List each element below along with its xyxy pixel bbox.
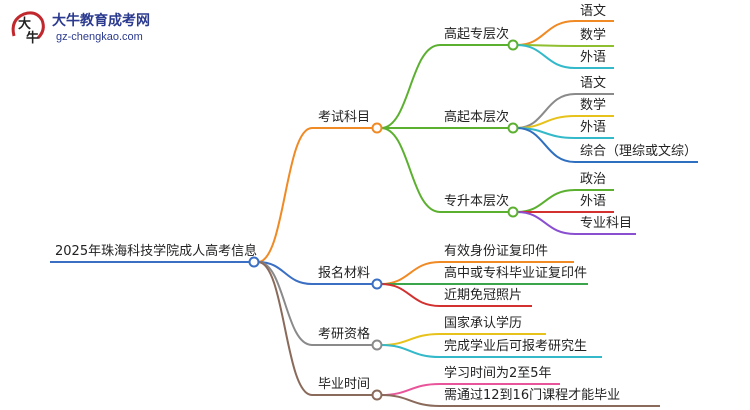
leaf-gqb-foreign[interactable]: 外语: [580, 120, 607, 135]
leaf-gqz-chinese[interactable]: 语文: [580, 4, 607, 19]
branch-exam-subjects[interactable]: 考试科目: [318, 110, 371, 125]
level-gaoqiben[interactable]: 高起本层次: [444, 110, 510, 125]
node-graduation-circle: [371, 389, 383, 401]
edge-mat-photo: [380, 283, 532, 307]
leaf-zsb-foreign[interactable]: 外语: [580, 194, 607, 209]
leaf-postgrad-eligible[interactable]: 完成学业后可报考研究生: [444, 339, 588, 354]
leaf-gqb-math[interactable]: 数学: [580, 98, 607, 113]
edge-root-materials: [257, 261, 376, 285]
leaf-grad-courses[interactable]: 需通过12到16门课程才能毕业: [444, 388, 621, 403]
site-logo[interactable]: 大 牛 大牛教育成考网 gz-chengkao.com: [6, 4, 176, 54]
node-gaoqizhuan-circle: [507, 39, 519, 51]
edge-root-graduation: [257, 261, 376, 396]
edge-exam-gaoqizhuan: [380, 44, 512, 129]
leaf-material-id-copy[interactable]: 有效身份证复印件: [444, 244, 549, 259]
node-materials-circle: [371, 278, 383, 290]
leaf-material-diploma-copy[interactable]: 高中或专科毕业证复印件: [444, 266, 588, 281]
edge-exam-zhuanshengben: [380, 127, 512, 213]
node-zhuanshengben-circle: [507, 206, 519, 218]
leaf-postgrad-recognized[interactable]: 国家承认学历: [444, 316, 523, 331]
edge-gqz-chinese: [516, 20, 614, 46]
leaf-gqz-foreign[interactable]: 外语: [580, 50, 607, 65]
branch-graduation-time[interactable]: 毕业时间: [318, 377, 371, 392]
logo-mark-icon: 大 牛: [11, 11, 45, 46]
edge-grad-courses: [380, 394, 660, 407]
leaf-grad-duration[interactable]: 学习时间为2至5年: [444, 366, 552, 381]
edge-gqz-math: [516, 44, 614, 47]
node-root-circle: [248, 256, 260, 268]
node-postgrad-circle: [371, 339, 383, 351]
edge-pg-eligible: [380, 344, 602, 358]
svg-text:大: 大: [18, 16, 31, 32]
edge-gqz-foreign: [516, 44, 614, 69]
edge-root-exam: [257, 127, 376, 263]
node-gaoqiben-circle: [507, 122, 519, 134]
leaf-gqb-chinese[interactable]: 语文: [580, 76, 607, 91]
leaf-zsb-politics[interactable]: 政治: [580, 172, 607, 187]
leaf-material-photo[interactable]: 近期免冠照片: [444, 288, 523, 303]
leaf-gqz-math[interactable]: 数学: [580, 28, 607, 43]
level-gaoqizhuan[interactable]: 高起专层次: [444, 27, 510, 42]
logo-site-name: 大牛教育成考网: [52, 12, 150, 28]
branch-application-materials[interactable]: 报名材料: [318, 266, 371, 281]
root-title[interactable]: 2025年珠海科技学院成人高考信息: [55, 244, 258, 259]
logo-site-url: gz-chengkao.com: [56, 31, 143, 43]
edge-root-postgrad: [257, 261, 376, 346]
svg-text:牛: 牛: [26, 30, 39, 46]
leaf-zsb-major[interactable]: 专业科目: [580, 216, 633, 231]
edge-gqb-comprehensive: [516, 127, 698, 163]
node-exam-circle: [371, 122, 383, 134]
branch-postgrad-eligibility[interactable]: 考研资格: [318, 327, 371, 342]
edge-zsb-major: [516, 211, 636, 235]
level-zhuanshengben[interactable]: 专升本层次: [444, 194, 510, 209]
leaf-gqb-comprehensive[interactable]: 综合（理综或文综）: [580, 144, 698, 159]
